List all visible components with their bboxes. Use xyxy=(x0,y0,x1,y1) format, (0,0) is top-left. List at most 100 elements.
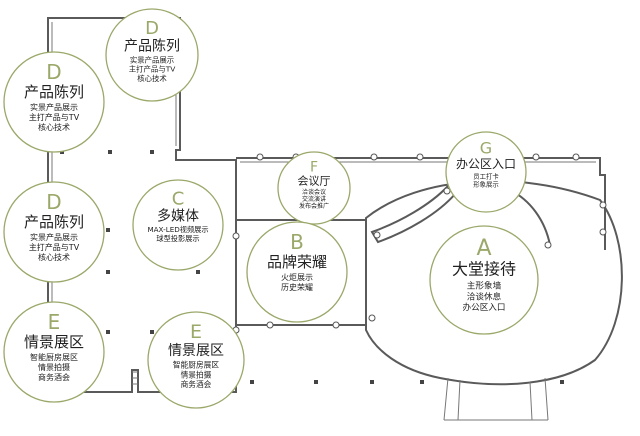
zone-name: 会议厅 xyxy=(298,174,331,187)
zone-letter: G xyxy=(480,139,492,158)
zone-desc-line: 实景产品展示 xyxy=(30,102,78,112)
pillar xyxy=(332,321,340,329)
zone-desc-line: 商务酒会 xyxy=(38,372,70,382)
pillar xyxy=(266,321,274,329)
zone-circle xyxy=(105,8,199,102)
pillar xyxy=(599,201,607,209)
pillar xyxy=(544,241,552,249)
zone-circle xyxy=(132,179,224,271)
column-dot xyxy=(106,330,110,334)
zone-circle xyxy=(147,311,245,409)
zone-desc-line: 主打产品与TV xyxy=(29,112,80,122)
zones: D产品陈列实景产品展示主打产品与TV核心技术D产品陈列实景产品展示主打产品与TV… xyxy=(3,8,539,409)
zone-desc-line: 火炬展示 xyxy=(281,272,313,282)
pillar xyxy=(368,314,376,322)
zone-circle xyxy=(445,131,527,213)
zone-desc-line: 交流演讲 xyxy=(302,195,326,203)
zone-circle xyxy=(3,181,105,283)
zone-desc-line: 球型投影展示 xyxy=(156,234,199,243)
zone-desc-line: 核心技术 xyxy=(38,252,70,262)
left-block-outer-wall xyxy=(47,17,237,393)
zone-desc-line: 办公区入口 xyxy=(463,301,506,313)
column-dot xyxy=(420,380,424,384)
zone-desc-line: 洽谈会议 xyxy=(302,188,326,196)
zone-desc-line: 实景产品展示 xyxy=(130,55,174,64)
column-dot xyxy=(196,270,200,274)
zone-letter: D xyxy=(145,18,159,39)
zone-letter: D xyxy=(46,60,61,84)
zone-desc-line: 核心技术 xyxy=(38,122,70,132)
zone-letter: C xyxy=(172,188,185,209)
zone-desc-line: 实景产品展示 xyxy=(30,232,78,242)
pillar xyxy=(443,187,451,195)
column-dot xyxy=(150,150,154,154)
pillar xyxy=(532,153,540,161)
zone-desc-line: 智能厨房展区 xyxy=(173,360,219,370)
zone-letter: A xyxy=(476,236,491,261)
zone-desc-line: 主形象墙 xyxy=(467,280,502,292)
pillar xyxy=(370,153,378,161)
zone-name: 情景展区 xyxy=(24,333,84,351)
column-dot xyxy=(106,270,110,274)
zone-name: 情景展区 xyxy=(168,343,224,359)
reception-counter xyxy=(370,184,458,244)
zone-name: 办公区入口 xyxy=(456,156,516,171)
zone-circle xyxy=(429,225,539,335)
column-dot xyxy=(250,380,254,384)
zone-desc-line: 智能厨房展区 xyxy=(30,352,78,362)
column-dot xyxy=(370,380,374,384)
zone-desc-line: 历史荣耀 xyxy=(281,282,313,292)
column-dot xyxy=(150,330,154,334)
zone-name: 多媒体 xyxy=(157,208,199,225)
zone-name: 品牌荣耀 xyxy=(267,253,327,271)
pillar xyxy=(599,228,607,236)
column-dot xyxy=(314,380,318,384)
zone-letter: B xyxy=(290,230,304,254)
zone-desc-line: 主打产品与TV xyxy=(29,242,80,252)
zone-letter: D xyxy=(46,190,61,214)
zone-desc-line: 情景拍摄 xyxy=(38,362,70,372)
column-dot xyxy=(108,150,112,154)
pillar xyxy=(373,231,381,239)
zone-name: 产品陈列 xyxy=(24,83,84,101)
zone-circle xyxy=(246,221,348,323)
pillar xyxy=(232,232,240,240)
zone-desc-line: 主打产品与TV xyxy=(129,65,176,74)
zone-desc-line: 洽谈休息 xyxy=(467,290,502,302)
zone-desc-line: 员工打卡 xyxy=(473,171,499,180)
zone-name: 大堂接待 xyxy=(452,260,516,279)
zone-desc-line: 发布会推广 xyxy=(299,202,329,210)
zone-desc-line: MAX-LED视频展示 xyxy=(147,225,208,234)
zone-circle xyxy=(277,151,351,225)
entrance-steps xyxy=(443,377,549,421)
zone-desc-line: 核心技术 xyxy=(137,74,167,83)
zone-circle xyxy=(3,301,105,403)
zone-desc-line: 形象展示 xyxy=(473,179,499,188)
column-dot xyxy=(106,228,110,232)
stair-notch xyxy=(132,371,138,385)
zone-circle xyxy=(3,51,105,153)
column-dot xyxy=(560,380,564,384)
zone-desc-line: 商务酒会 xyxy=(181,379,212,389)
zone-desc-line: 情景拍摄 xyxy=(181,369,212,379)
zone-letter: E xyxy=(190,321,202,343)
zone-name: 产品陈列 xyxy=(24,213,84,231)
pillar xyxy=(256,153,264,161)
zone-letter: E xyxy=(48,310,61,334)
pillar xyxy=(416,153,424,161)
pillar xyxy=(572,153,580,161)
zone-name: 产品陈列 xyxy=(124,37,180,54)
pillars xyxy=(232,153,607,334)
zone-letter: F xyxy=(310,159,318,175)
